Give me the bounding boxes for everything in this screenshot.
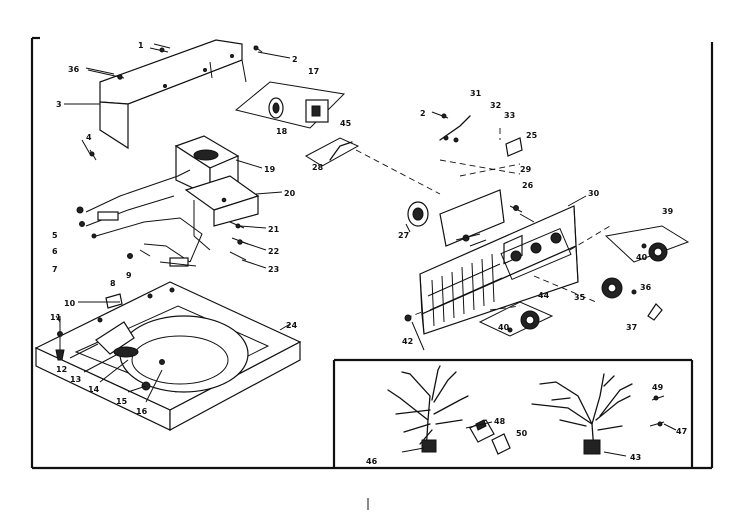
- label-20: 20: [284, 189, 296, 198]
- label-18: 18: [276, 127, 288, 136]
- label-16: 16: [136, 407, 148, 416]
- washer-top-cover-part: [34, 281, 302, 432]
- wiring-harness-inset: [332, 358, 694, 468]
- label-26: 26: [522, 181, 534, 190]
- knobs: [404, 225, 690, 337]
- panel-components: [407, 137, 523, 247]
- label-12: 12: [56, 365, 67, 374]
- label-15: 15: [116, 397, 128, 406]
- label-2b: 2: [420, 109, 426, 118]
- label-13: 13: [70, 375, 81, 384]
- label-36: 36: [68, 65, 80, 74]
- part-labels: 1 2 36 3 4 17 18 19 20 21 22 23 5 6 7 8 …: [50, 41, 687, 466]
- control-panel-part: [419, 205, 579, 335]
- label-17: 17: [308, 67, 319, 76]
- label-25: 25: [526, 131, 538, 140]
- label-8: 8: [110, 279, 116, 288]
- label-6: 6: [52, 247, 58, 256]
- lid-switch-wiring: [76, 169, 203, 267]
- label-49: 49: [652, 383, 664, 392]
- leader-lines: [355, 128, 611, 319]
- label-23: 23: [268, 265, 279, 274]
- label-4: 4: [86, 133, 92, 142]
- panel-vent-grille: [427, 253, 503, 327]
- label-21: 21: [268, 225, 280, 234]
- label-30: 30: [588, 189, 600, 198]
- label-32: 32: [490, 101, 501, 110]
- label-40: 40: [636, 253, 648, 262]
- label-39: 39: [662, 207, 674, 216]
- label-5: 5: [52, 231, 58, 240]
- label-29: 29: [520, 165, 532, 174]
- label-36b: 36: [640, 283, 652, 292]
- label-11: 11: [50, 313, 62, 322]
- label-2: 2: [292, 55, 298, 64]
- label-42: 42: [402, 337, 413, 346]
- label-50: 50: [516, 429, 528, 438]
- label-22: 22: [268, 247, 279, 256]
- label-28: 28: [312, 163, 324, 172]
- label-35: 35: [574, 293, 586, 302]
- switch-leads: [304, 111, 471, 167]
- label-1: 1: [138, 41, 144, 50]
- diagram-frame: [30, 36, 714, 510]
- label-3: 3: [56, 100, 62, 109]
- label-24: 24: [286, 321, 298, 330]
- console-channel-part: [99, 39, 247, 150]
- label-leaders: [55, 43, 677, 457]
- label-44: 44: [538, 291, 550, 300]
- harness-small-parts: [469, 395, 665, 455]
- label-45: 45: [340, 119, 352, 128]
- wiring-harness-right: [531, 373, 633, 455]
- timer-motor-part: [234, 81, 346, 129]
- label-14: 14: [88, 385, 100, 394]
- label-47: 47: [676, 427, 687, 436]
- label-19: 19: [264, 165, 276, 174]
- hardware-21-23: [229, 221, 249, 261]
- label-48: 48: [494, 417, 506, 426]
- wiring-harness-left: [387, 365, 469, 453]
- label-46: 46: [366, 457, 378, 466]
- label-33: 33: [504, 111, 515, 120]
- screws-top: [87, 45, 263, 161]
- label-9: 9: [126, 271, 132, 280]
- bracket-part: [184, 175, 260, 251]
- label-10: 10: [64, 299, 76, 308]
- label-43: 43: [630, 453, 641, 462]
- label-27: 27: [398, 231, 409, 240]
- label-31: 31: [470, 89, 482, 98]
- label-7: 7: [52, 265, 58, 274]
- label-40b: 40: [498, 323, 510, 332]
- label-37: 37: [626, 323, 637, 332]
